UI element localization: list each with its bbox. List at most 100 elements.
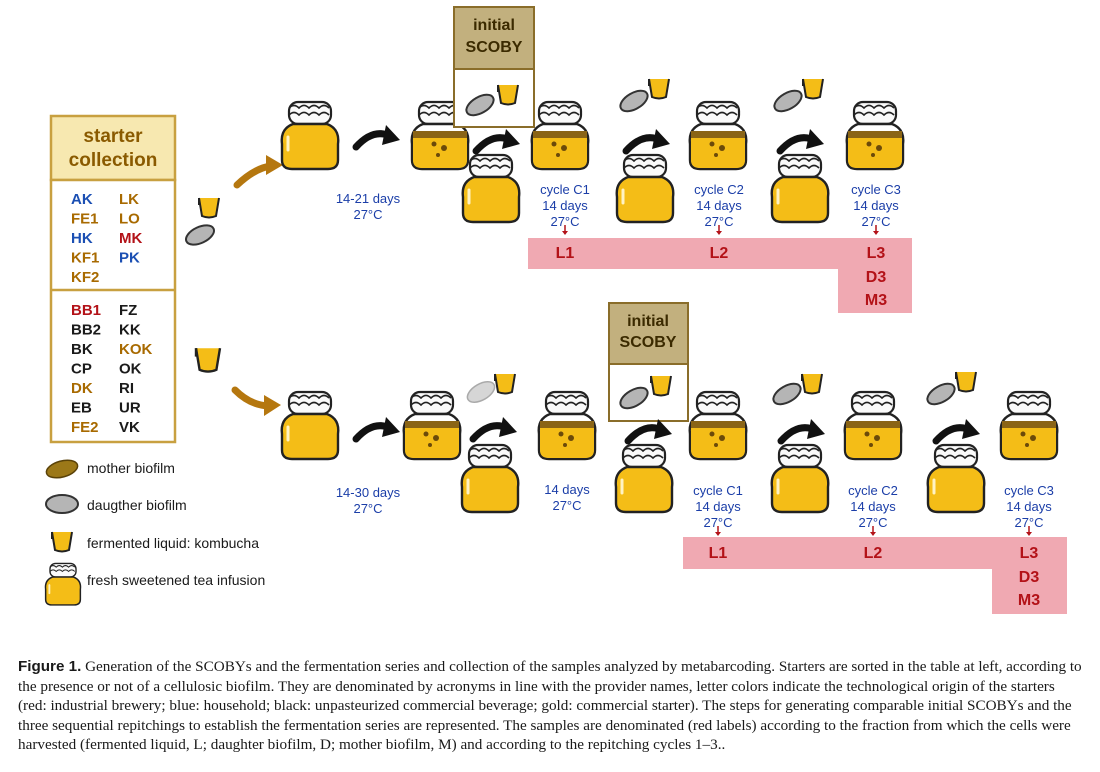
daughter-biofilm-icon — [45, 494, 79, 514]
top-label-D3: D3 — [866, 269, 887, 286]
flow-arrow-icon — [936, 419, 980, 441]
cycle-days: 14 days — [850, 499, 896, 514]
fresh-tea-jar-icon — [614, 443, 674, 514]
table-header-bg — [49, 114, 177, 182]
cycle-name: cycle C1 — [540, 182, 590, 197]
fresh-tea-jar-icon — [280, 100, 340, 171]
starter-code: HK — [71, 230, 93, 247]
bottom-scoby-label2: SCOBY — [620, 334, 677, 351]
starter-code: PK — [119, 250, 140, 267]
cycle-name: cycle C2 — [694, 182, 744, 197]
flow-arrow-icon — [626, 129, 670, 151]
cycle-name: cycle C1 — [693, 483, 743, 498]
starter-code: UR — [119, 400, 141, 417]
bottom-init-temp: 27°C — [353, 501, 382, 516]
starter-code: RI — [119, 380, 134, 397]
fresh-tea-jar-icon — [44, 562, 82, 606]
flow-arrow-icon — [356, 125, 400, 147]
cycle-name: cycle C2 — [848, 483, 898, 498]
top-sample-band — [528, 238, 912, 313]
starter-code: KK — [119, 322, 141, 339]
flow-arrow-icon — [628, 419, 672, 441]
kombucha-cup-icon — [51, 531, 73, 553]
gold-arrow-top — [233, 155, 283, 189]
starter-code: DK — [71, 380, 93, 397]
table-body-frame — [49, 178, 177, 444]
starter-code: BK — [71, 341, 93, 358]
starter-code: MK — [119, 230, 142, 247]
caption-label: Figure 1. — [18, 658, 82, 676]
fermented-jar-icon — [999, 390, 1059, 461]
flow-arrow-icon — [780, 129, 824, 151]
bottom-initial-scoby-box: initial SCOBY — [608, 302, 689, 422]
fresh-tea-jar-icon — [280, 390, 340, 461]
fresh-tea-jar-icon — [615, 153, 675, 224]
cycle-temp: 27°C — [704, 214, 733, 229]
kombucha-cup-icon — [802, 78, 824, 100]
flow-arrow-icon — [473, 417, 517, 439]
cycle-name: cycle C3 — [851, 182, 901, 197]
cycle-days: 14 days — [853, 198, 899, 213]
top-label-L3: L3 — [867, 245, 886, 262]
top-scoby-label2: SCOBY — [466, 39, 523, 56]
kombucha-cup-icon — [494, 373, 516, 395]
kombucha-cup-icon — [194, 347, 222, 373]
bottom-init-days: 14-30 days — [336, 485, 401, 500]
gold-arrow-bottom — [231, 386, 281, 416]
starter-code: LK — [119, 191, 139, 208]
bottom-label-D3: D3 — [1019, 569, 1040, 586]
top-label-M3: M3 — [865, 292, 887, 309]
top-scoby-label1: initial — [473, 17, 515, 34]
top-label-L1: L1 — [556, 245, 575, 262]
starter-code: FE1 — [71, 211, 99, 228]
daughter-biofilm-icon — [923, 378, 959, 410]
daughter-biofilm-icon — [769, 378, 805, 410]
cycle-name: cycle C3 — [1004, 483, 1054, 498]
daughter-biofilm-icon — [616, 85, 652, 117]
top-initial-scoby-box: initial SCOBY — [453, 6, 535, 128]
starter-code: CP — [71, 361, 92, 378]
fermented-jar-icon — [402, 390, 462, 461]
starter-code: EB — [71, 400, 92, 417]
starter-code: FE2 — [71, 419, 99, 436]
flow-arrow-icon — [476, 129, 520, 151]
bottom-label-L3: L3 — [1020, 545, 1039, 562]
starter-code: BB2 — [71, 322, 101, 339]
bottom-label-M3: M3 — [1018, 592, 1040, 609]
cycle-temp: 27°C — [1014, 515, 1043, 530]
top-fermentation-series: 14-21 days 27°C initial SCOBY cycle C114… — [280, 6, 912, 313]
fermented-jar-icon — [688, 390, 748, 461]
daughter-biofilm-icon — [463, 376, 499, 408]
daughter-biofilm-icon — [770, 85, 806, 117]
bottom-label-L1: L1 — [709, 545, 728, 562]
kombucha-cup-icon — [648, 78, 670, 100]
flow-arrow-icon — [781, 419, 825, 441]
bottom-mid-days: 14 days — [544, 482, 590, 497]
cycle-temp: 27°C — [703, 515, 732, 530]
bottom-scoby-label1: initial — [627, 313, 669, 330]
caption-text: Generation of the SCOBYs and the ferment… — [18, 658, 1082, 754]
cycle-days: 14 days — [1006, 499, 1052, 514]
kombucha-cup-icon — [650, 375, 672, 397]
daughter-biofilm-icon — [182, 220, 218, 250]
starter-code: VK — [119, 419, 140, 436]
cycle-days: 14 days — [695, 499, 741, 514]
legend: mother biofilm daugther biofilm fermente… — [44, 459, 265, 606]
kombucha-cup-icon — [198, 197, 220, 219]
bottom-sample-band — [683, 537, 1067, 614]
fresh-tea-jar-icon — [926, 443, 986, 514]
fermented-jar-icon — [845, 100, 905, 171]
bottom-label-L2: L2 — [864, 545, 883, 562]
kombucha-cup-icon — [497, 84, 519, 106]
bottom-mid-temp: 27°C — [552, 498, 581, 513]
legend-mother: mother biofilm — [87, 460, 175, 476]
figure-caption: Figure 1. Generation of the SCOBYs and t… — [18, 657, 1086, 755]
starter-code: LO — [119, 211, 140, 228]
starter-code: KF1 — [71, 250, 99, 267]
cycle-temp: 27°C — [861, 214, 890, 229]
flow-arrow-icon — [356, 417, 400, 439]
legend-fresh: fresh sweetened tea infusion — [87, 572, 265, 588]
